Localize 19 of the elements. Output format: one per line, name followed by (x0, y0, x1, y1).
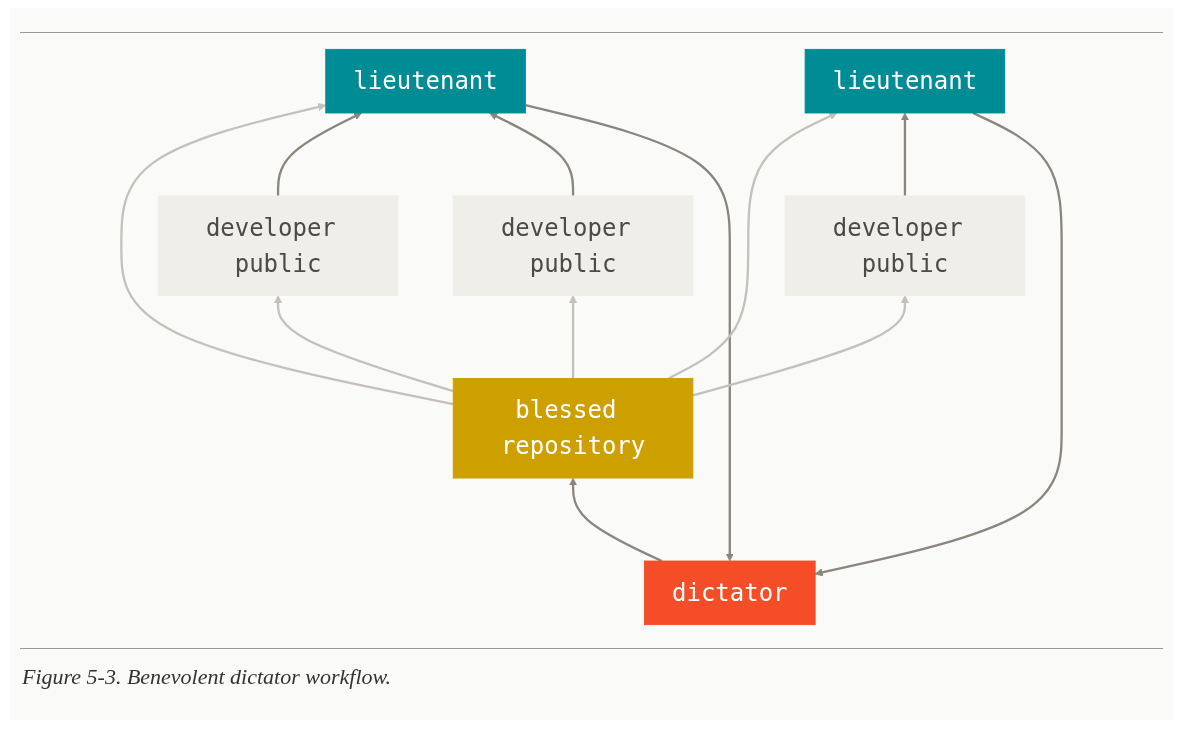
arrow (668, 112, 838, 380)
arrow (900, 112, 909, 196)
arrow (569, 295, 578, 379)
node-box: lieutenant (804, 48, 1006, 114)
node-box: dictator (643, 560, 816, 626)
arrow (276, 112, 362, 196)
arrow (814, 111, 1063, 577)
node-box: lieutenant (325, 48, 526, 114)
arrow (569, 477, 663, 563)
node-box: blessed repository (452, 378, 694, 479)
arrow (525, 104, 734, 562)
node-box: developer public (784, 195, 1026, 296)
arrow (274, 295, 454, 393)
arrow (120, 103, 454, 406)
figure-caption: Figure 5-3. Benevolent dictator workflow. (22, 664, 392, 690)
arrow (489, 112, 575, 196)
node-box: developer public (452, 195, 694, 296)
node-box: developer public (157, 195, 399, 296)
arrow (692, 295, 909, 397)
